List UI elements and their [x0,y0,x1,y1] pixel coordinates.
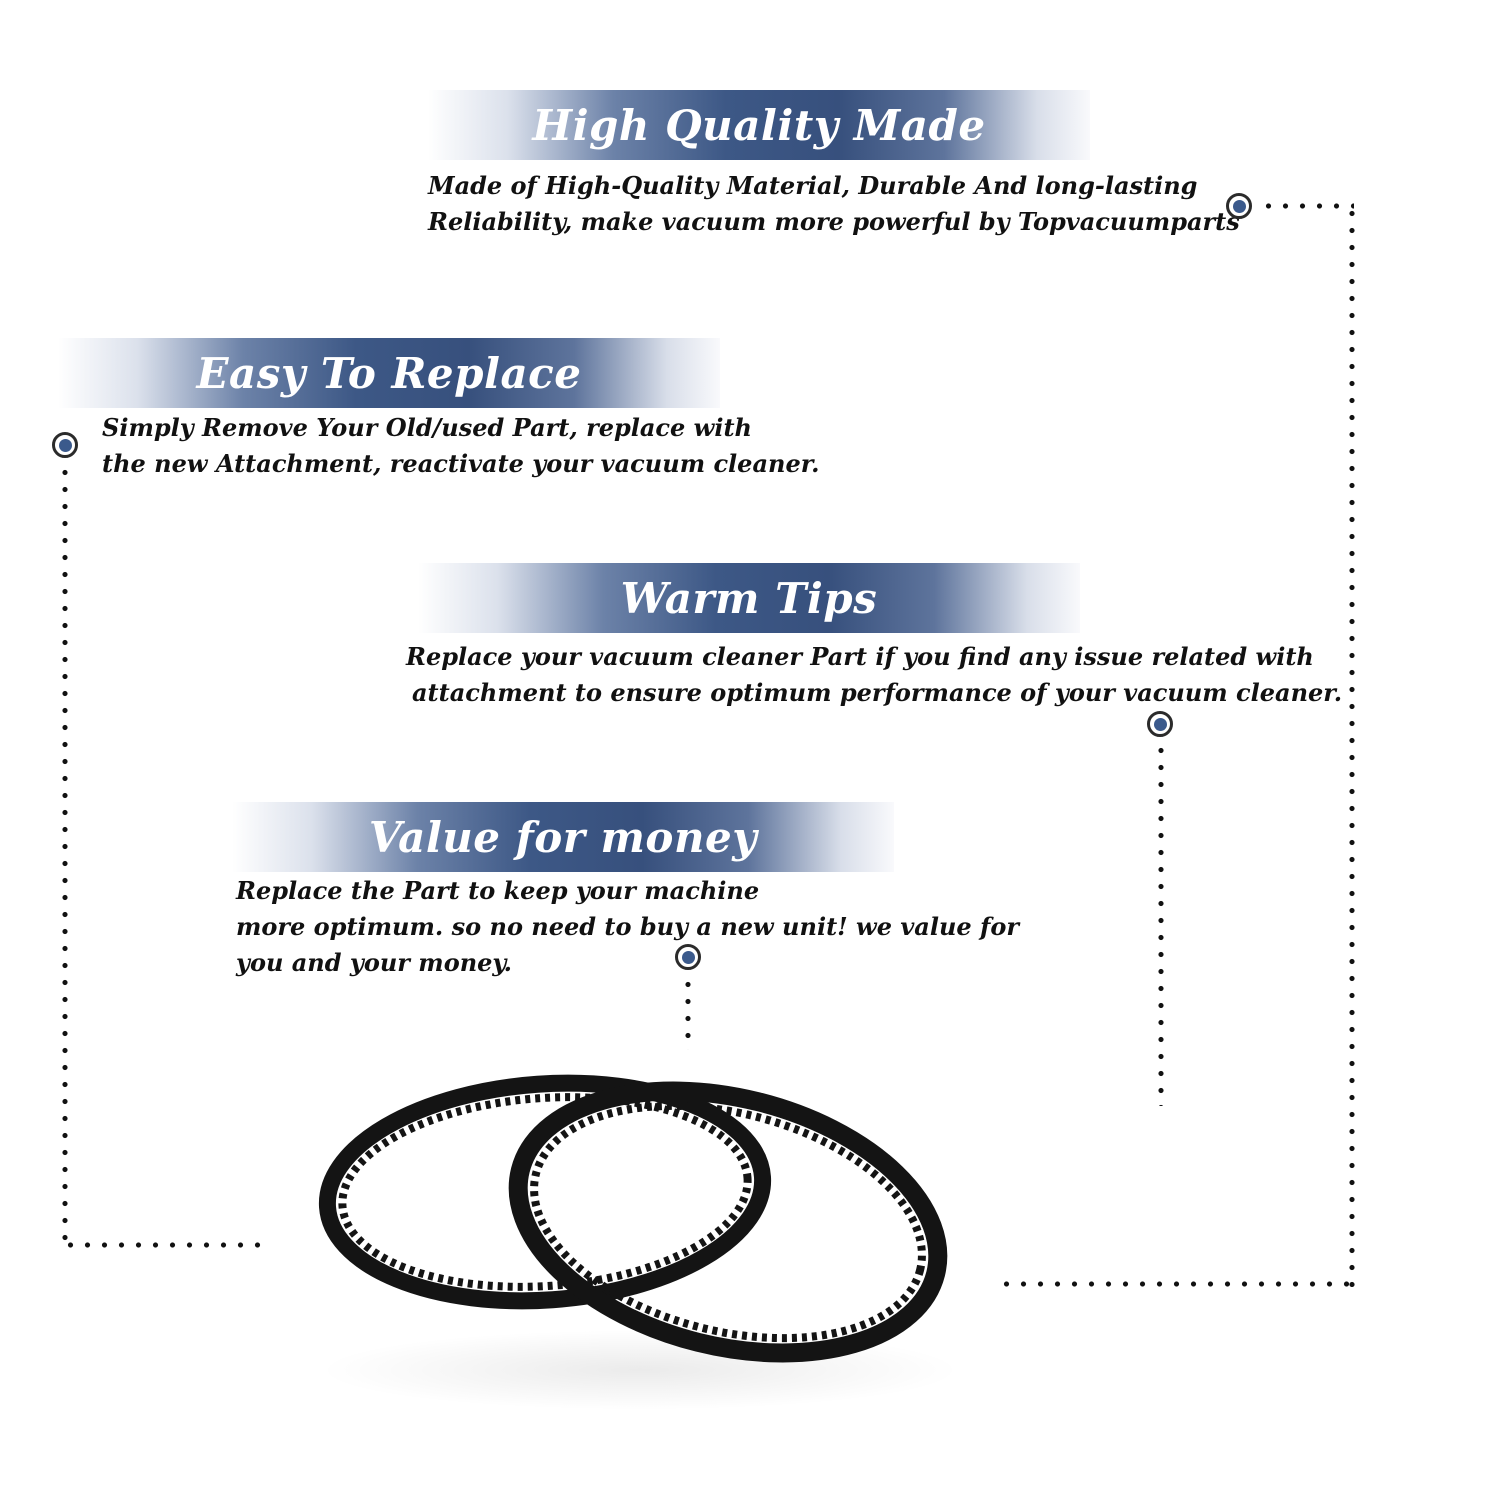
description-line: Replace the Part to keep your machine [236,876,760,905]
banner-title: High Quality Made [532,100,986,150]
belt-right [508,1081,948,1363]
description-line: Reliability, make vacuum more powerful b… [428,207,1240,236]
banner-title: Warm Tips [620,573,878,623]
description-line: more optimum. so no need to buy a new un… [236,912,1019,941]
description-line: Made of High-Quality Material, Durable A… [428,171,1198,200]
banner-title: Easy To Replace [196,348,582,398]
dotted-connector [62,1242,262,1248]
bullet-icon [675,944,701,970]
description-warm-tips: Replace your vacuum cleaner Part if you … [406,639,1342,711]
bullet-icon [52,432,78,458]
banner-high-quality-made: High Quality Made [428,90,1090,160]
description-value-for-money: Replace the Part to keep your machine mo… [236,873,1019,981]
bullet-icon [1147,711,1173,737]
description-line: the new Attachment, reactivate your vacu… [102,449,820,478]
description-line: Replace your vacuum cleaner Part if you … [406,642,1314,671]
dotted-connector [998,1281,1354,1287]
bullet-icon [1226,193,1252,219]
dotted-connector [1260,203,1354,209]
description-easy-to-replace: Simply Remove Your Old/used Part, replac… [102,410,820,482]
banner-warm-tips: Warm Tips [418,563,1080,633]
description-line: you and your money. [236,948,512,977]
dotted-connector [1349,205,1355,1287]
drive-belts-image [318,1074,960,1410]
dotted-connector [62,464,68,1248]
belt-left [318,1074,772,1310]
dotted-connector [685,976,691,1050]
banner-value-for-money: Value for money [232,802,894,872]
dotted-connector [1158,742,1164,1106]
description-line: attachment to ensure optimum performance… [412,678,1343,707]
banner-title: Value for money [368,812,758,862]
banner-easy-to-replace: Easy To Replace [58,338,720,408]
description-line: Simply Remove Your Old/used Part, replac… [102,413,752,442]
description-high-quality: Made of High-Quality Material, Durable A… [428,168,1240,240]
